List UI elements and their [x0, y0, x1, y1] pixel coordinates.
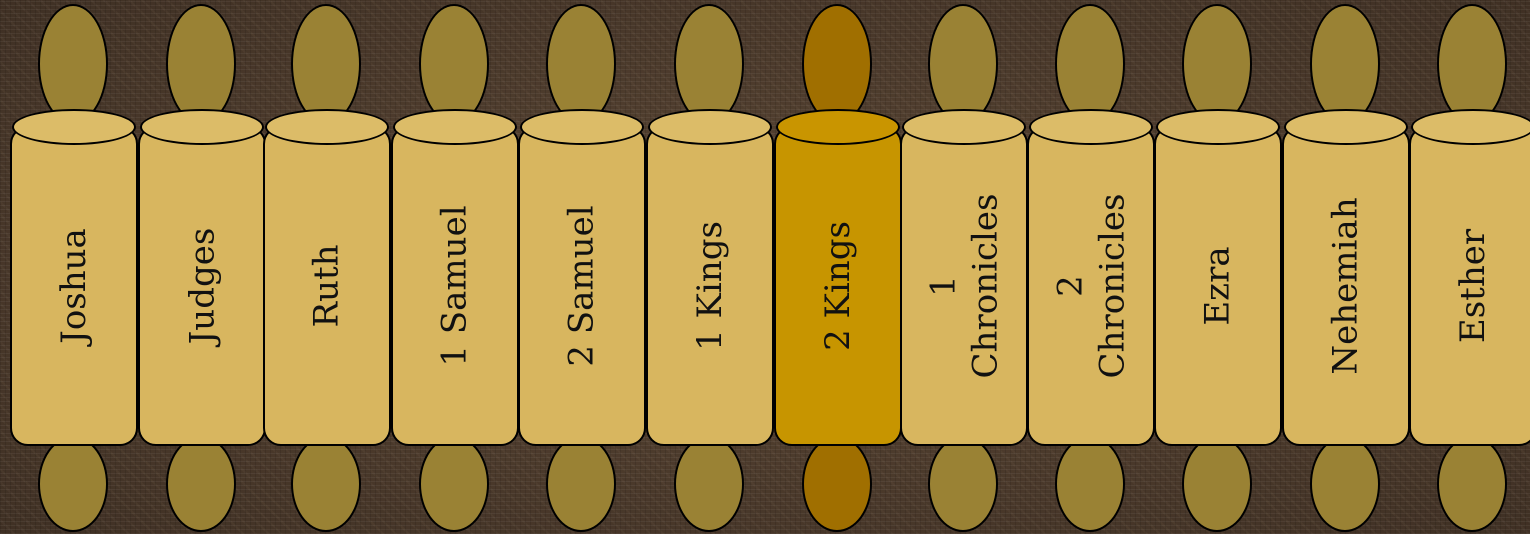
scroll-label: 1 Kings: [689, 221, 731, 351]
scroll-label: Ezra: [1197, 246, 1239, 325]
scroll-bottom-handle: [1055, 436, 1125, 532]
scroll-top-handle: [1182, 4, 1252, 124]
scroll-top-handle: [928, 4, 998, 124]
scroll-top-handle: [674, 4, 744, 124]
scroll-bottom-handle: [546, 436, 616, 532]
scroll-bottom-handle: [802, 436, 872, 532]
scroll-top-handle: [419, 4, 489, 124]
scroll-top-handle: [802, 4, 872, 124]
scroll-bottom-handle: [674, 436, 744, 532]
scroll-esther[interactable]: Esther: [1399, 0, 1530, 534]
scroll-bottom-handle: [1310, 436, 1380, 532]
scroll-label: 1 Samuel: [434, 205, 476, 366]
scroll-label: 2 Samuel: [561, 205, 603, 366]
scroll-bottom-handle: [419, 436, 489, 532]
scroll-label: Joshua: [53, 228, 95, 344]
scroll-label: Ruth: [306, 244, 348, 327]
scroll-bottom-handle: [1182, 436, 1252, 532]
scroll-top-handle: [166, 4, 236, 124]
scroll-bottom-handle: [1437, 436, 1507, 532]
scroll-top-handle: [546, 4, 616, 124]
scroll-label: Esther: [1452, 229, 1494, 343]
scroll-label: Nehemiah: [1325, 197, 1367, 374]
scroll-bottom-handle: [291, 436, 361, 532]
scroll-top-handle: [1310, 4, 1380, 124]
scroll-label: 2 Chronicles: [1049, 194, 1133, 379]
scroll-top-handle: [1437, 4, 1507, 124]
scroll-bottom-handle: [166, 436, 236, 532]
scroll-top-handle: [1055, 4, 1125, 124]
scroll-bottom-handle: [928, 436, 998, 532]
scroll-top-handle: [291, 4, 361, 124]
scroll-bottom-handle: [38, 436, 108, 532]
scroll-label: Judges: [181, 228, 223, 345]
scroll-top-handle: [38, 4, 108, 124]
scroll-label: 2 Kings: [817, 221, 859, 351]
scroll-label: 1 Chronicles: [922, 194, 1006, 379]
